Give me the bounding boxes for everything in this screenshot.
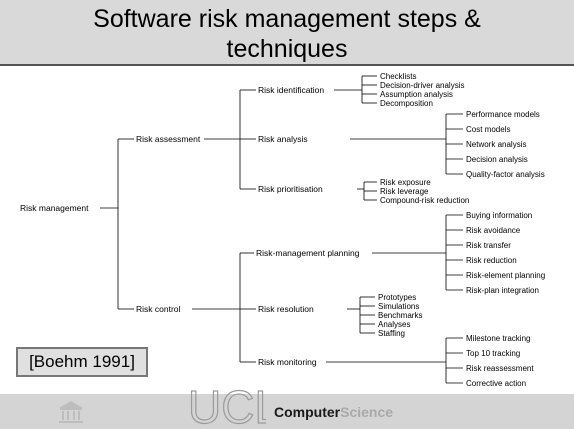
leaf-item: Top 10 tracking	[466, 349, 520, 358]
leaf-item: Risk-plan integration	[466, 286, 539, 295]
leaf-item: Risk transfer	[466, 241, 511, 250]
node-risk-management-planning: Risk-management planning	[256, 248, 360, 258]
leaf-item: Simulations	[378, 302, 419, 311]
leaf-item: Buying information	[466, 211, 532, 220]
leaf-item: Risk reassessment	[466, 364, 534, 373]
leaf-item: Risk avoidance	[466, 226, 521, 235]
leaf-item: Risk exposure	[380, 178, 431, 187]
leaf-item: Milestone tracking	[466, 334, 530, 343]
leaf-item: Risk-element planning	[466, 271, 545, 280]
university-crest-icon	[59, 401, 83, 423]
leaf-item: Corrective action	[466, 379, 526, 388]
leaf-item: Risk leverage	[380, 187, 429, 196]
leaf-item: Decision-driver analysis	[380, 81, 464, 90]
leaf-item: Compound-risk reduction	[380, 196, 469, 205]
node-risk-monitoring: Risk monitoring	[258, 357, 317, 367]
leaf-item: Prototypes	[378, 293, 416, 302]
leaf-item: Analyses	[378, 320, 410, 329]
leaf-item: Checklists	[380, 72, 416, 81]
leaf-item: Performance models	[466, 110, 540, 119]
node-risk-analysis: Risk analysis	[258, 134, 308, 144]
title-bar: Software risk management steps & techniq…	[0, 0, 574, 66]
leaf-item: Benchmarks	[378, 311, 422, 320]
leaf-item: Decomposition	[380, 99, 433, 108]
node-risk-resolution: Risk resolution	[258, 304, 314, 314]
leaf-item: Network analysis	[466, 140, 526, 149]
tree-connectors	[100, 75, 463, 384]
computer-science-logo: ComputerScience	[274, 403, 393, 421]
node-risk-control: Risk control	[136, 304, 181, 314]
tree-labels: Risk management Risk assessment Risk con…	[20, 72, 545, 388]
ucl-logo-text: UCL	[188, 381, 266, 427]
footer-bar	[0, 394, 574, 429]
node-risk-identification: Risk identification	[258, 85, 324, 95]
risk-tree-diagram: Risk management Risk assessment Risk con…	[20, 72, 545, 388]
leaf-item: Assumption analysis	[380, 90, 453, 99]
leaf-item: Cost models	[466, 125, 510, 134]
citation-box: [Boehm 1991]	[16, 347, 148, 377]
slide-title: Software risk management steps & techniq…	[93, 5, 481, 63]
leaf-item: Staffing	[378, 329, 405, 338]
leaf-item: Quality-factor analysis	[466, 170, 545, 179]
brand-science: Science	[340, 404, 394, 420]
node-risk-prioritisation: Risk prioritisation	[258, 184, 323, 194]
node-root: Risk management	[20, 203, 89, 213]
brand-computer: Computer	[274, 404, 341, 420]
leaf-item: Decision analysis	[466, 155, 528, 164]
leaf-item: Risk reduction	[466, 256, 517, 265]
node-risk-assessment: Risk assessment	[136, 134, 201, 144]
ucl-logo: UCL	[187, 381, 266, 427]
